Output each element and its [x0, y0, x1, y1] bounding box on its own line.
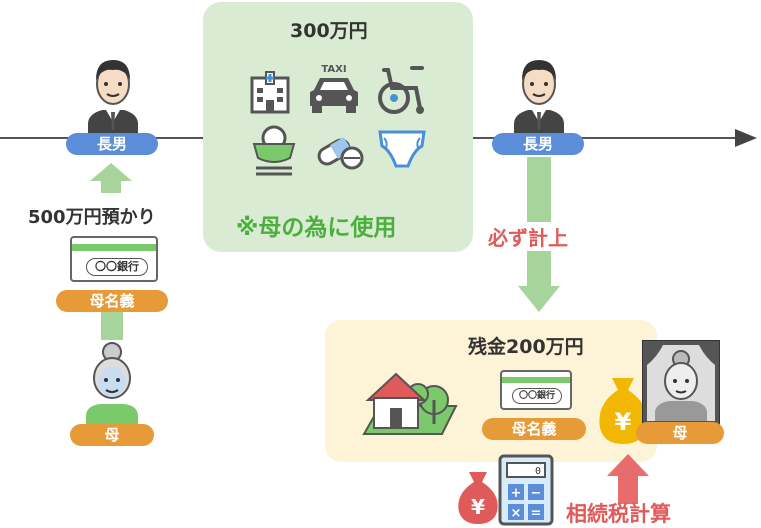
son-label-left: 長男 [66, 133, 158, 155]
yen-gold: ¥ [615, 408, 632, 436]
svg-text:+: + [511, 486, 522, 501]
diaper-icon [378, 130, 426, 168]
arrow-down-right [518, 256, 560, 312]
taxi-label: TAXI [321, 64, 346, 75]
bank-card-right: 〇〇銀行 [500, 370, 572, 410]
rice-bowl-icon [252, 125, 296, 176]
money-bag-gold-icon: ¥ [599, 378, 647, 444]
svg-text:×: × [511, 506, 522, 521]
money-bag-red-icon: ¥ [458, 472, 498, 524]
mother-account-left: 母名義 [56, 290, 168, 312]
mother-portrait [642, 340, 720, 426]
calc-display: 0 [535, 466, 541, 477]
amount-top: 300万円 [290, 20, 368, 42]
remaining-amount: 残金200万円 [468, 336, 584, 358]
pills-icon [317, 137, 364, 170]
mother-left-avatar [86, 342, 138, 426]
svg-text:−: − [531, 486, 542, 501]
son-label-right: 長男 [492, 133, 584, 155]
son-left-avatar [88, 60, 138, 136]
taxi-icon: TAXI [310, 64, 358, 113]
mother-label-left: 母 [70, 424, 154, 446]
son-right-avatar [514, 60, 564, 136]
deposit-label: 500万円預かり [28, 207, 156, 228]
yen-red: ¥ [471, 495, 485, 519]
bank-name-left: 〇〇銀行 [86, 258, 148, 276]
house-trees-icon [362, 372, 458, 435]
arrow-up-red [607, 454, 649, 504]
calculator-icon: 0 + − × = [498, 454, 554, 526]
usage-note: ※母の為に使用 [236, 215, 397, 241]
inheritance-calc: 相続税計算 [566, 502, 671, 526]
mother-account-right: 母名義 [482, 418, 586, 440]
mother-label-right: 母 [636, 422, 724, 444]
bank-card-left: 〇〇銀行 [70, 236, 158, 282]
timeline-arrowhead-icon [735, 129, 757, 147]
connector-left [101, 312, 123, 340]
usage-box [203, 2, 473, 252]
wheelchair-icon [378, 66, 424, 114]
arrow-up-left [90, 163, 132, 193]
must-record: 必ず計上 [486, 222, 570, 251]
hospital-icon [250, 71, 290, 114]
bank-name-right: 〇〇銀行 [512, 388, 562, 404]
svg-text:=: = [531, 506, 542, 521]
